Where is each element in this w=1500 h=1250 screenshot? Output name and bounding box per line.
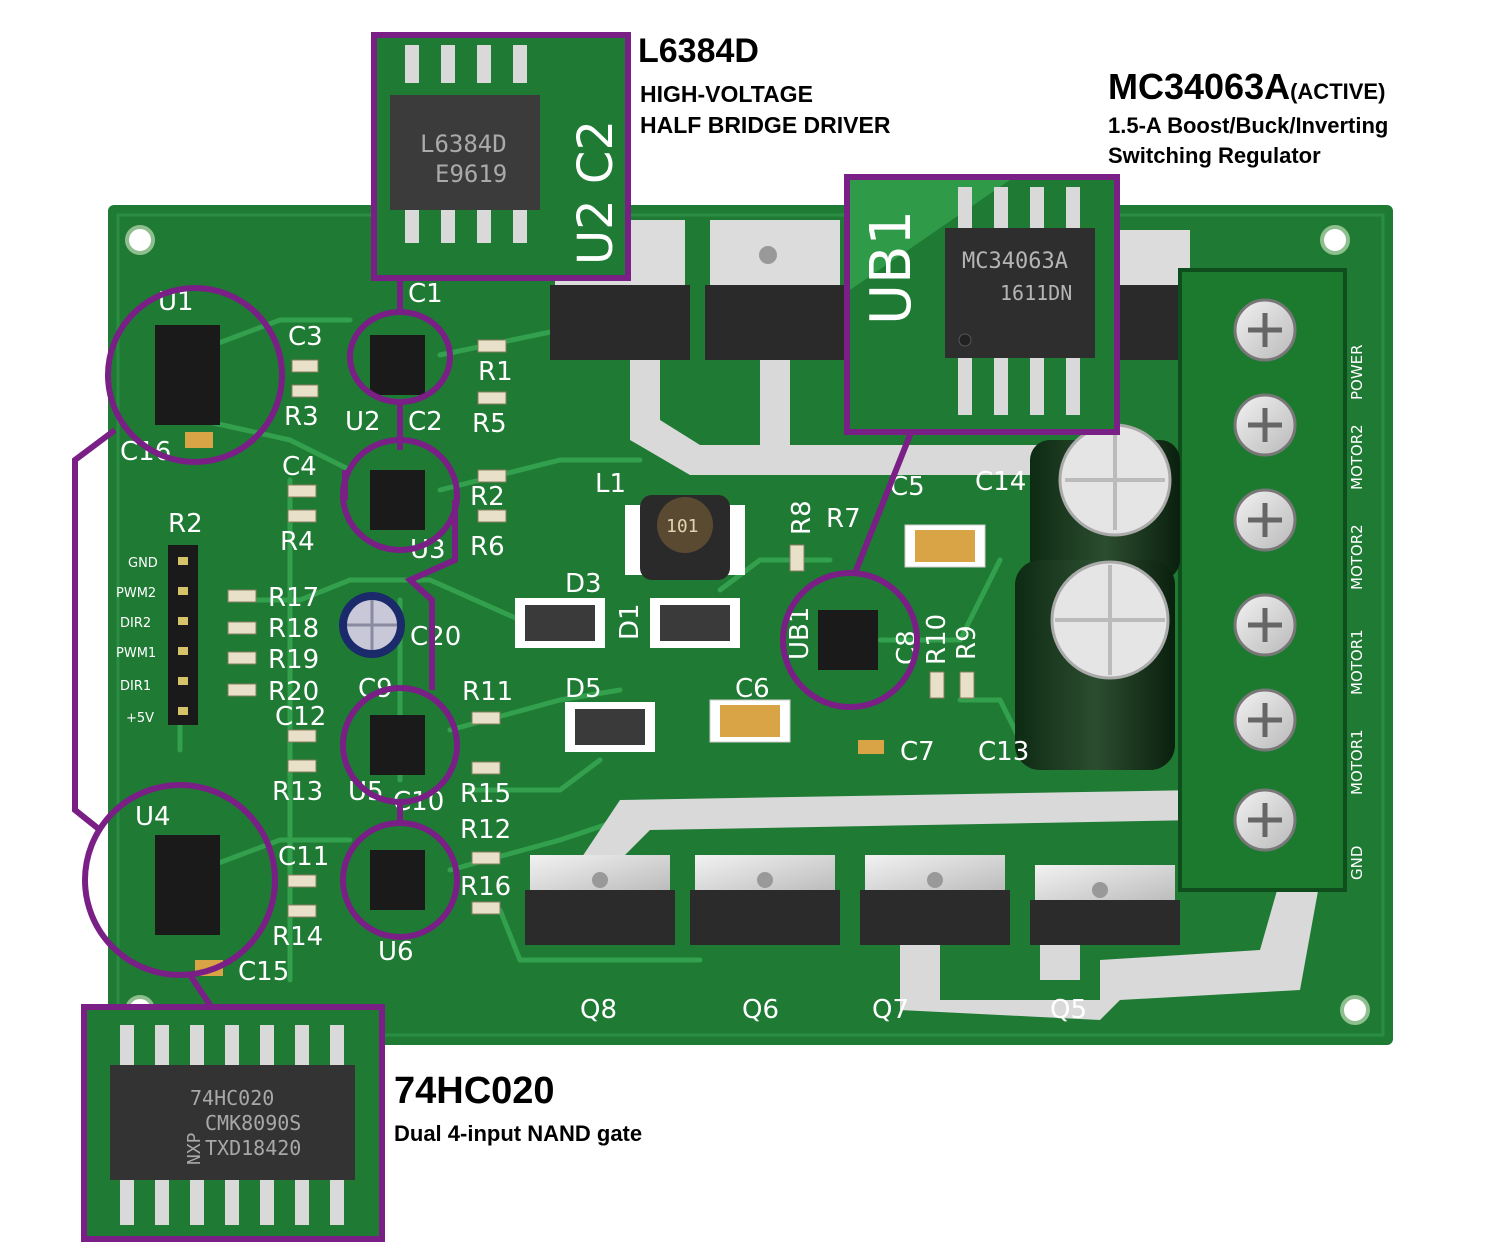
inset-74hc020: 74HC020 CMK8090S TXD18420 NXP [81, 1004, 385, 1242]
inset-l6384d: L6384D E9619 U2 C2 [371, 32, 631, 281]
terminal-label-motor1-b: MOTOR1 [1348, 729, 1366, 795]
terminal-label-motor2-b: MOTOR2 [1348, 524, 1366, 590]
l6384d-marking-1: L6384D [420, 130, 507, 158]
highlight-markers [72, 276, 920, 1007]
terminal-block [1178, 268, 1347, 892]
l6384d-desc-2: HALF BRIDGE DRIVER [640, 112, 891, 138]
l6384d-silk: U2 C2 [568, 120, 624, 265]
label-c3: C3 [288, 322, 323, 352]
label-r17: R17 [268, 583, 319, 613]
label-d3: D3 [565, 569, 602, 599]
74hc020-marking-3: TXD18420 [205, 1136, 301, 1160]
label-c1: C1 [408, 279, 443, 309]
label-r2: R2 [470, 482, 505, 512]
header-label-gnd: GND [128, 556, 158, 571]
label-u4: U4 [135, 802, 171, 832]
label-q8: Q8 [580, 995, 617, 1025]
bulk-capacitors [1015, 423, 1180, 770]
smd-resistors [227, 339, 975, 918]
mc34063a-marking-2: 1611DN [1000, 281, 1072, 305]
label-r3: R3 [284, 402, 319, 432]
terminal-label-power: POWER [1348, 344, 1366, 400]
inset-mc34063a: MC34063A 1611DN UB1 [844, 174, 1120, 435]
board-ics [155, 325, 878, 935]
74hc020-title: 74HC020 [394, 1070, 555, 1112]
label-r13: R13 [272, 777, 323, 807]
label-d1: D1 [615, 603, 645, 640]
label-r14: R14 [272, 922, 323, 952]
label-r6: R6 [470, 532, 505, 562]
label-r2-header: R2 [168, 509, 203, 539]
mc34063a-suffix: (ACTIVE) [1290, 79, 1386, 104]
label-r9: R9 [952, 625, 982, 660]
mc34063a-desc-2: Switching Regulator [1108, 143, 1321, 168]
label-c15: C15 [238, 957, 289, 987]
small-capacitor-c20 [339, 592, 405, 658]
pin-header [168, 545, 198, 725]
label-c6: C6 [735, 674, 770, 704]
label-c4: C4 [282, 452, 317, 482]
terminal-label-gnd: GND [1348, 846, 1366, 880]
label-r5: R5 [472, 409, 507, 439]
label-u2: U2 [345, 407, 381, 437]
label-q7: Q7 [872, 995, 909, 1025]
header-label-dir2: DIR2 [120, 616, 151, 631]
label-r18: R18 [268, 614, 319, 644]
label-r4: R4 [280, 527, 315, 557]
label-c16: C16 [120, 437, 171, 467]
label-l1: L1 [595, 469, 626, 499]
label-c12: C12 [275, 702, 326, 732]
terminal-label-motor1-a: MOTOR1 [1348, 629, 1366, 695]
label-r1: R1 [478, 357, 513, 387]
label-c11: C11 [278, 842, 329, 872]
74hc020-desc: Dual 4-input NAND gate [394, 1121, 643, 1146]
diodes [515, 598, 740, 752]
header-label-5v: +5V [126, 711, 154, 726]
label-u6: U6 [378, 937, 414, 967]
label-r12: R12 [460, 815, 511, 845]
mc34063a-desc-1: 1.5-A Boost/Buck/Inverting [1108, 113, 1389, 138]
mc34063a-marking-1: MC34063A [962, 249, 1068, 274]
label-c2: C2 [408, 407, 443, 437]
label-r11: R11 [462, 677, 513, 707]
label-r16: R16 [460, 872, 511, 902]
label-r15: R15 [460, 779, 511, 809]
l6384d-desc-1: HIGH-VOLTAGE [640, 81, 813, 107]
label-r19: R19 [268, 645, 319, 675]
label-r8: R8 [787, 500, 817, 535]
74hc020-logo: NXP [184, 1132, 205, 1165]
inductor-l1: 101 [625, 495, 745, 580]
bottom-mosfets [525, 855, 1180, 945]
header-label-dir1: DIR1 [120, 679, 151, 694]
header-label-pwm2: PWM2 [116, 586, 156, 601]
header-label-pwm1: PWM1 [116, 646, 156, 661]
l6384d-title: L6384D [638, 32, 759, 70]
mc34063a-title: MC34063A(ACTIVE) [1108, 66, 1385, 108]
tantalum-capacitors [185, 432, 986, 976]
74hc020-marking-2: CMK8090S [205, 1111, 301, 1135]
label-c14: C14 [975, 467, 1026, 497]
power-traces [580, 360, 1320, 1020]
label-r7: R7 [826, 504, 861, 534]
inductor-marking: 101 [666, 516, 699, 537]
label-q6: Q6 [742, 995, 779, 1025]
74hc020-marking-1: 74HC020 [190, 1086, 274, 1110]
mc34063a-silk: UB1 [859, 210, 924, 325]
label-d5: D5 [565, 674, 602, 704]
label-c20: C20 [410, 622, 461, 652]
label-c7: C7 [900, 737, 935, 767]
mc34063a-part: MC34063A [1108, 66, 1291, 107]
label-q5: Q5 [1050, 995, 1087, 1025]
terminal-label-motor2-a: MOTOR2 [1348, 424, 1366, 490]
label-r10: R10 [922, 614, 952, 665]
label-c13: C13 [978, 737, 1029, 767]
label-r20: R20 [268, 677, 319, 707]
l6384d-marking-2: E9619 [435, 160, 507, 188]
